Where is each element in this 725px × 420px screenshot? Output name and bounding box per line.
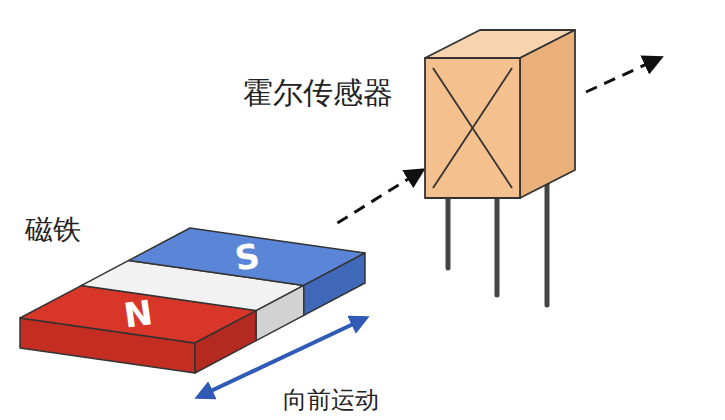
pole-letter: N (121, 292, 155, 336)
sensor-body (425, 28, 580, 206)
motion-label: 向前运动 (283, 384, 379, 416)
path-continuation (586, 58, 660, 92)
sensor-label: 霍尔传感器 (243, 73, 393, 114)
magnet-label: 磁铁 (25, 211, 81, 249)
magnet: 磁铁NS (20, 223, 365, 373)
travel-path (337, 170, 422, 223)
hall-sensor: 霍尔传感器 (425, 28, 580, 206)
pole-letter: S (232, 235, 262, 278)
